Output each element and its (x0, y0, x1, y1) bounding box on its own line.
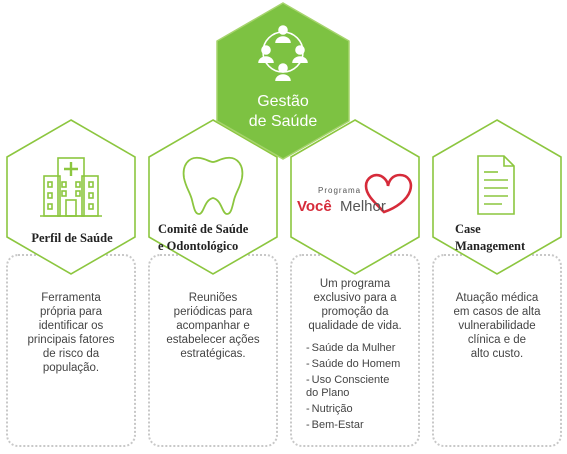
hexagon-programa (290, 119, 420, 275)
desc-line: própria para (39, 306, 102, 318)
bullet-item: -Bem-Estar (306, 419, 364, 431)
desc-line: acompanhar e (176, 320, 250, 332)
title-comite-line2: e Odontológico (158, 239, 239, 253)
desc-case: Atuação médica em casos de alta vulnerab… (442, 291, 552, 361)
logo-programa: Programa (318, 186, 362, 195)
desc-line: periódicas para (173, 306, 253, 318)
tooth-icon (182, 156, 244, 215)
title-comite-line1: Comitê de Saúde (158, 222, 249, 236)
bullet-list: -Saúde da Mulher -Saúde do Homem -Uso Co… (306, 342, 416, 435)
hexagon-comite (148, 119, 278, 275)
desc-line: qualidade de vida. (308, 320, 402, 332)
desc-line: clínica e de (467, 334, 527, 346)
desc-line: alto custo. (470, 348, 524, 360)
hexagon-perfil (6, 119, 136, 275)
logo-melhor: Melhor (340, 198, 386, 215)
center-title-line1: Gestão (257, 93, 309, 110)
desc-line: exclusivo para a (313, 292, 397, 304)
desc-line: identificar os (38, 320, 104, 332)
desc-line: estabelecer ações (166, 334, 260, 346)
desc-line: de risco da (42, 348, 100, 360)
people-network-icon (258, 25, 308, 82)
bullet-item: -Nutrição (306, 403, 353, 415)
bullet-item: -Saúde da Mulher (306, 342, 396, 354)
desc-line: Ferramenta (41, 292, 101, 304)
desc-line: promoção da (321, 306, 389, 318)
desc-line: Reuniões (188, 292, 238, 304)
bullet-item: -Saúde do Homem (306, 358, 401, 370)
desc-line: população. (42, 362, 100, 374)
desc-programa: Um programa exclusivo para a promoção da… (300, 277, 410, 333)
desc-line: em casos de alta (453, 306, 541, 318)
title-case-line1: Case (455, 222, 481, 236)
desc-line: principais fatores (27, 334, 115, 346)
desc-line: Um programa (319, 278, 391, 290)
document-icon (477, 155, 515, 215)
title-perfil: Perfil de Saúde (31, 231, 113, 245)
hospital-icon (40, 157, 102, 217)
logo-voce: Você (297, 198, 332, 215)
desc-line: Atuação médica (455, 292, 539, 304)
center-title-line2: de Saúde (248, 113, 318, 130)
hexagon-case (432, 119, 562, 275)
desc-perfil: Ferramenta própria para identificar os p… (16, 291, 126, 375)
desc-comite: Reuniões periódicas para acompanhar e es… (158, 291, 268, 361)
desc-line: vulnerabilidade (458, 320, 536, 332)
heart-logo-icon (364, 173, 413, 214)
desc-line: estratégicas. (180, 348, 246, 360)
title-case-line2: Management (455, 239, 526, 253)
